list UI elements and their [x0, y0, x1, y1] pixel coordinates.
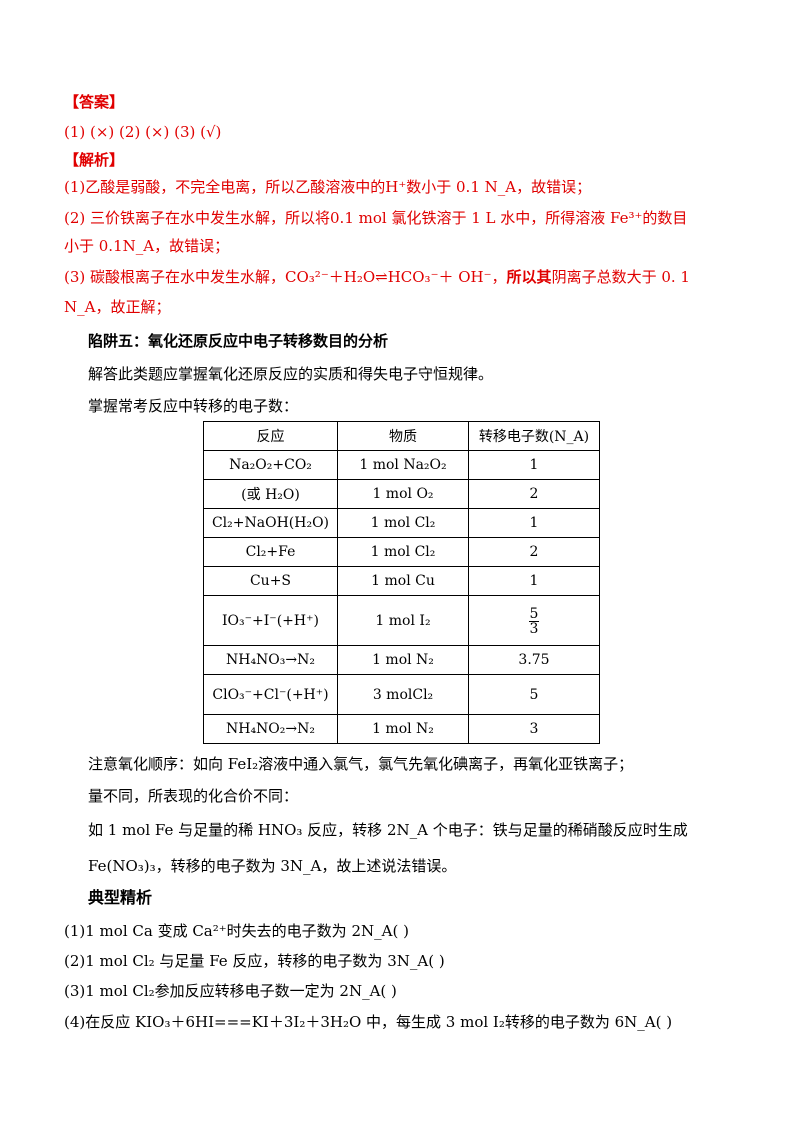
note-fe-hno3: 如 1 mol Fe 与足量的稀 HNO₃ 反应，转移 2N_A 个电子：铁与足… — [88, 821, 688, 839]
table-cell-reaction: IO₃⁻+I⁻(+H⁺) — [203, 595, 338, 646]
note-amount: 量不同，所表现的化合价不同： — [88, 787, 299, 805]
analysis-p2-line1: (2) 三价铁离子在水中发生水解，所以将0.1 mol 氯化铁溶于 1 L 水中… — [64, 209, 688, 227]
table-row: IO₃⁻+I⁻(+H⁺) 1 mol I₂ 5 3 — [203, 595, 600, 646]
table-cell-substance: 1 mol Na₂O₂ — [337, 450, 469, 480]
table-cell-electrons: 1 — [468, 450, 600, 480]
table-header-electrons: 转移电子数(N_A) — [468, 421, 600, 451]
practice-q1: (1)1 mol Ca 变成 Ca²⁺时失去的电子数为 2N_A( ) — [64, 922, 409, 940]
trap-title: 陷阱五：氧化还原反应中电子转移数目的分析 — [88, 332, 389, 350]
table-cell-electrons: 3 — [468, 714, 600, 744]
table-cell-substance: 3 molCl₂ — [337, 674, 469, 715]
table-cell-reaction: Na₂O₂+CO₂ — [203, 450, 338, 480]
table-cell-reaction: (或 H₂O) — [203, 479, 338, 509]
table-cell-reaction: Cu+S — [203, 566, 338, 596]
table-caption: 掌握常考反应中转移的电子数： — [88, 397, 299, 415]
table-cell-reaction: Cl₂+NaOH(H₂O) — [203, 508, 338, 538]
table-row: Cl₂+Fe 1 mol Cl₂ 2 — [203, 537, 600, 567]
fraction-numerator: 5 — [529, 605, 539, 622]
answer-header: 【答案】 — [64, 93, 125, 111]
analysis-p3-text-c: 阴离子总数大于 0. 1 — [551, 268, 690, 286]
analysis-header: 【解析】 — [64, 151, 125, 169]
table-header-row: 反应 物质 转移电子数(N_A) — [203, 421, 600, 451]
table-cell-substance: 1 mol O₂ — [337, 479, 469, 509]
analysis-p3-text-b: 所以其 — [506, 268, 552, 286]
table-cell-substance: 1 mol Cl₂ — [337, 508, 469, 538]
table-cell-substance: 1 mol I₂ — [337, 595, 469, 646]
electron-transfer-table: 反应 物质 转移电子数(N_A) Na₂O₂+CO₂ 1 mol Na₂O₂ 1… — [203, 421, 600, 744]
analysis-p1: (1)乙酸是弱酸，不完全电离，所以乙酸溶液中的H⁺数小于 0.1 N_A，故错误… — [64, 178, 592, 196]
table-cell-reaction: Cl₂+Fe — [203, 537, 338, 567]
analysis-p3-text-a: (3) 碳酸根离子在水中发生水解，CO₃²⁻＋H₂O⇌HCO₃⁻＋ OH⁻， — [64, 268, 507, 286]
table-header-substance: 物质 — [337, 421, 469, 451]
answer-values: (1) (×) (2) (×) (3) (√) — [64, 123, 222, 141]
fraction: 5 3 — [529, 607, 539, 636]
table-cell-reaction: NH₄NO₂→N₂ — [203, 714, 338, 744]
table-cell-electrons: 1 — [468, 508, 600, 538]
table-cell-electrons: 2 — [468, 479, 600, 509]
table-row: Cl₂+NaOH(H₂O) 1 mol Cl₂ 1 — [203, 508, 600, 538]
practice-q4: (4)在反应 KIO₃＋6HI===KI＋3I₂＋3H₂O 中，每生成 3 mo… — [64, 1013, 673, 1031]
table-row: NH₄NO₂→N₂ 1 mol N₂ 3 — [203, 714, 600, 744]
table-cell-substance: 1 mol Cl₂ — [337, 537, 469, 567]
table-row: NH₄NO₃→N₂ 1 mol N₂ 3.75 — [203, 645, 600, 675]
analysis-p2-line2: 小于 0.1N_A，故错误； — [64, 237, 230, 255]
table-cell-reaction: ClO₃⁻+Cl⁻(+H⁺) — [203, 674, 338, 715]
practice-title: 典型精析 — [88, 888, 153, 907]
analysis-p3-line1: (3) 碳酸根离子在水中发生水解，CO₃²⁻＋H₂O⇌HCO₃⁻＋ OH⁻，所以… — [64, 267, 690, 287]
practice-q3: (3)1 mol Cl₂参加反应转移电子数一定为 2N_A( ) — [64, 982, 397, 1000]
table-cell-substance: 1 mol N₂ — [337, 714, 469, 744]
table-row: ClO₃⁻+Cl⁻(+H⁺) 3 molCl₂ 5 — [203, 674, 600, 715]
note-conclusion: Fe(NO₃)₃，转移的电子数为 3N_A，故上述说法错误。 — [88, 857, 457, 875]
table-header-reaction: 反应 — [203, 421, 338, 451]
table-row: Na₂O₂+CO₂ 1 mol Na₂O₂ 1 — [203, 450, 600, 480]
table-cell-electrons: 1 — [468, 566, 600, 596]
note-oxidation-order: 注意氧化顺序：如向 FeI₂溶液中通入氯气，氯气先氧化碘离子，再氧化亚铁离子； — [88, 755, 634, 773]
table-row: (或 H₂O) 1 mol O₂ 2 — [203, 479, 600, 509]
table-cell-electrons: 5 3 — [468, 595, 600, 646]
table-row: Cu+S 1 mol Cu 1 — [203, 566, 600, 596]
trap-intro: 解答此类题应掌握氧化还原反应的实质和得失电子守恒规律。 — [88, 365, 494, 383]
analysis-p3-line2: N_A，故正解； — [64, 298, 171, 316]
fraction-denominator: 3 — [529, 620, 539, 637]
practice-q2: (2)1 mol Cl₂ 与足量 Fe 反应，转移的电子数为 3N_A( ) — [64, 952, 445, 970]
table-cell-electrons: 2 — [468, 537, 600, 567]
table-cell-electrons: 3.75 — [468, 645, 600, 675]
table-cell-reaction: NH₄NO₃→N₂ — [203, 645, 338, 675]
table-cell-substance: 1 mol Cu — [337, 566, 469, 596]
table-cell-substance: 1 mol N₂ — [337, 645, 469, 675]
table-cell-electrons: 5 — [468, 674, 600, 715]
fraction-bar — [529, 620, 539, 622]
